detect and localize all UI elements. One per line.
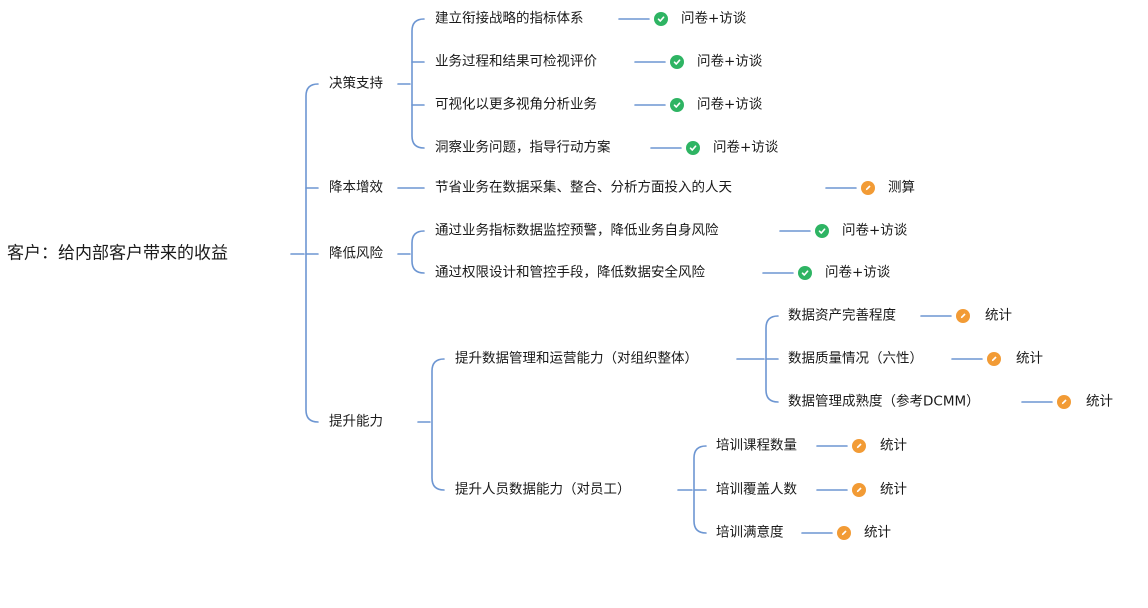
method-label: 问卷+访谈 xyxy=(842,222,908,239)
method-label: 问卷+访谈 xyxy=(697,53,763,70)
subbranch-staff-capability[interactable]: 提升人员数据能力（对员工） xyxy=(455,481,631,498)
method-label: 统计 xyxy=(1086,393,1113,410)
method-label: 问卷+访谈 xyxy=(697,96,763,113)
check-icon xyxy=(686,141,700,155)
pencil-icon xyxy=(852,483,866,497)
method-label: 统计 xyxy=(880,481,907,498)
check-icon xyxy=(654,12,668,26)
check-icon xyxy=(670,55,684,69)
check-icon xyxy=(670,98,684,112)
leaf-text[interactable]: 可视化以更多视角分析业务 xyxy=(435,96,597,113)
leaf-text[interactable]: 数据管理成熟度（参考DCMM） xyxy=(788,393,980,410)
check-icon xyxy=(798,266,812,280)
leaf-text[interactable]: 培训覆盖人数 xyxy=(716,481,797,498)
branch-risk-reduction[interactable]: 降低风险 xyxy=(329,245,383,262)
leaf-text[interactable]: 洞察业务问题，指导行动方案 xyxy=(435,139,611,156)
leaf-text[interactable]: 节省业务在数据采集、整合、分析方面投入的人天 xyxy=(435,179,732,196)
pencil-icon xyxy=(987,352,1001,366)
check-icon xyxy=(815,224,829,238)
leaf-text[interactable]: 通过业务指标数据监控预警，降低业务自身风险 xyxy=(435,222,719,239)
method-label: 统计 xyxy=(864,524,891,541)
method-label: 问卷+访谈 xyxy=(825,264,891,281)
branch-capability[interactable]: 提升能力 xyxy=(329,413,383,430)
root-topic[interactable]: 客户：给内部客户带来的收益 xyxy=(7,243,228,264)
pencil-icon xyxy=(861,181,875,195)
branch-cost-efficiency[interactable]: 降本增效 xyxy=(329,179,383,196)
leaf-text[interactable]: 数据质量情况（六性） xyxy=(788,350,923,367)
pencil-icon xyxy=(1057,395,1071,409)
method-label: 问卷+访谈 xyxy=(713,139,779,156)
leaf-text[interactable]: 数据资产完善程度 xyxy=(788,307,896,324)
pencil-icon xyxy=(852,439,866,453)
leaf-text[interactable]: 建立衔接战略的指标体系 xyxy=(435,10,584,27)
subbranch-org-capability[interactable]: 提升数据管理和运营能力（对组织整体） xyxy=(455,350,698,367)
method-label: 测算 xyxy=(888,179,915,196)
leaf-text[interactable]: 培训满意度 xyxy=(716,524,784,541)
leaf-text[interactable]: 培训课程数量 xyxy=(716,437,797,454)
pencil-icon xyxy=(837,526,851,540)
method-label: 问卷+访谈 xyxy=(681,10,747,27)
branch-decision-support[interactable]: 决策支持 xyxy=(329,75,383,92)
pencil-icon xyxy=(956,309,970,323)
method-label: 统计 xyxy=(1016,350,1043,367)
leaf-text[interactable]: 业务过程和结果可检视评价 xyxy=(435,53,597,70)
method-label: 统计 xyxy=(985,307,1012,324)
method-label: 统计 xyxy=(880,437,907,454)
leaf-text[interactable]: 通过权限设计和管控手段，降低数据安全风险 xyxy=(435,264,705,281)
